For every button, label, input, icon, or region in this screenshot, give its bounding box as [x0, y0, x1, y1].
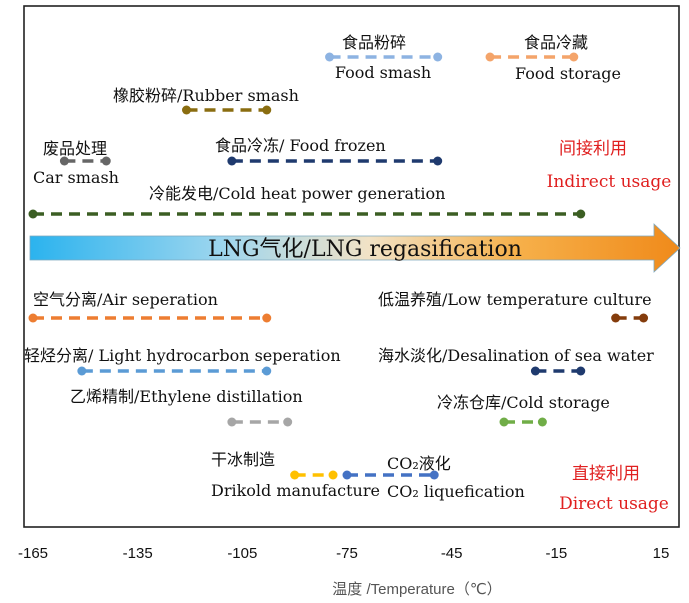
- food-storage-end-point: [569, 52, 579, 62]
- co2-liquefaction-end-point: [429, 470, 439, 480]
- food-storage-label-en: Food storage: [515, 64, 621, 83]
- rubber-smash-end-point: [262, 105, 272, 115]
- air-separation-label: 空气分离/Air seperation: [33, 290, 218, 309]
- air-separation-end-point: [262, 313, 272, 323]
- car-smash-start-point: [59, 156, 69, 166]
- food-storage-start-point: [485, 52, 495, 62]
- rubber-smash-start-point: [182, 105, 192, 115]
- low-temp-culture-start-point: [611, 313, 621, 323]
- drikold-end-point: [328, 470, 338, 480]
- x-tick-label: -15: [545, 545, 567, 562]
- light-hydrocarbon-end-point: [262, 366, 272, 376]
- low-temp-culture-end-point: [639, 313, 649, 323]
- application-labels: 食品粉碎 Food smash 食品冷藏 Food storage 橡胶粉碎/R…: [24, 33, 654, 501]
- ethylene-start-point: [227, 417, 237, 427]
- x-tick-label: -75: [336, 545, 358, 562]
- drikold-label-en: Drikold manufacture: [211, 481, 380, 500]
- ethylene-label: 乙烯精制/Ethylene distillation: [70, 387, 303, 406]
- cold-storage-end-point: [537, 417, 547, 427]
- food-smash-start-point: [325, 52, 335, 62]
- co2-liquefaction-start-point: [342, 470, 352, 480]
- desalination-label: 海水淡化/Desalination of sea water: [378, 346, 654, 365]
- food-frozen-start-point: [227, 156, 237, 166]
- regasification-arrow: LNG气化/LNG regasification: [29, 223, 681, 273]
- drikold-label-cn: 干冰制造: [211, 450, 275, 469]
- food-smash-label-cn: 食品粉碎: [342, 33, 406, 52]
- x-tick-label: -105: [227, 545, 257, 562]
- food-frozen-label: 食品冷冻/ Food frozen: [215, 136, 386, 155]
- desalination-start-point: [530, 366, 540, 376]
- arrow-label: LNG气化/LNG regasification: [208, 237, 522, 262]
- food-storage-label-cn: 食品冷藏: [524, 33, 588, 52]
- cold-storage-label: 冷冻仓库/Cold storage: [437, 393, 610, 412]
- car-smash-label-en: Car smash: [33, 168, 119, 187]
- food-frozen-end-point: [433, 156, 443, 166]
- air-separation-start-point: [28, 313, 38, 323]
- cold-power-label: 冷能发电/Cold heat power generation: [149, 184, 445, 203]
- x-axis-ticks: -165 -135 -105 -75 -45 -15 15: [18, 545, 669, 562]
- food-smash-label-en: Food smash: [335, 63, 431, 82]
- indirect-usage-cn: 间接利用: [559, 139, 627, 159]
- x-tick-label: -135: [123, 545, 153, 562]
- food-smash-end-point: [433, 52, 443, 62]
- light-hydrocarbon-start-point: [77, 366, 87, 376]
- co2-liquefaction-label-cn: CO₂液化: [387, 454, 451, 473]
- low-temp-culture-label: 低温养殖/Low temperature culture: [378, 290, 652, 309]
- x-tick-label: -45: [441, 545, 463, 562]
- x-tick-label: 15: [653, 545, 670, 562]
- arrow-shape: [29, 223, 681, 273]
- plot-frame: [23, 5, 680, 528]
- x-tick-label: -165: [18, 545, 48, 562]
- application-ranges: [28, 52, 649, 480]
- direct-usage-en: Direct usage: [559, 494, 669, 514]
- car-smash-end-point: [101, 156, 111, 166]
- cold-storage-start-point: [499, 417, 509, 427]
- cold-power-end-point: [576, 209, 586, 219]
- light-hydrocarbon-label: 轻烃分离/ Light hydrocarbon seperation: [24, 346, 341, 365]
- ethylene-end-point: [283, 417, 293, 427]
- indirect-usage-en: Indirect usage: [547, 172, 672, 192]
- direct-usage-cn: 直接利用: [572, 464, 640, 484]
- desalination-end-point: [576, 366, 586, 376]
- drikold-start-point: [290, 470, 300, 480]
- co2-liquefaction-label-en: CO₂ liquefication: [387, 482, 525, 501]
- x-axis-label: 温度 /Temperature（℃）: [332, 581, 501, 598]
- rubber-smash-label: 橡胶粉碎/Rubber smash: [113, 86, 299, 105]
- car-smash-label-cn: 废品处理: [43, 139, 107, 158]
- cold-power-start-point: [28, 209, 38, 219]
